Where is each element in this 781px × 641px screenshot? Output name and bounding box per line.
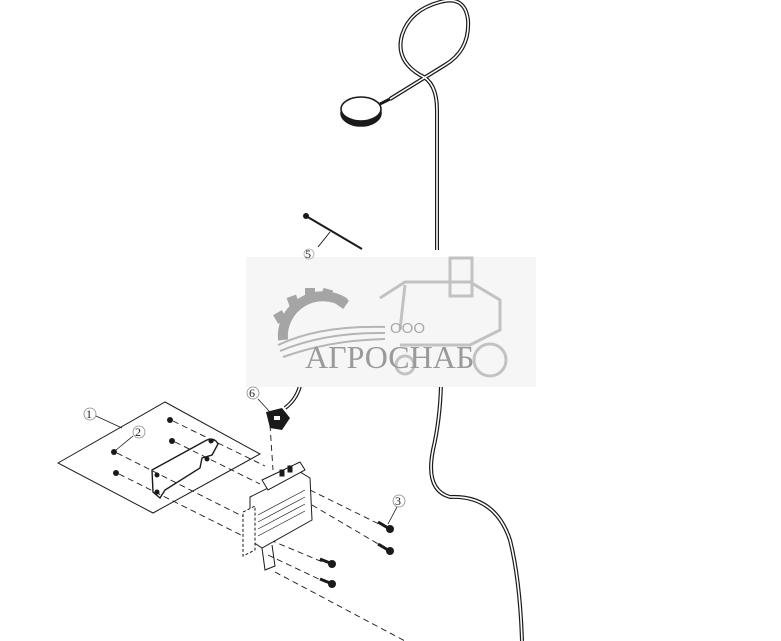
mounting-plate [56, 401, 262, 514]
callout-6: 6 [246, 386, 271, 413]
watermark-brand: АГРОСНАБ [305, 339, 474, 375]
cable-tie-icon [303, 213, 363, 250]
antenna-cable [283, 0, 524, 641]
bolt-icons [319, 520, 394, 588]
svg-text:3: 3 [395, 494, 401, 508]
svg-text:6: 6 [249, 386, 255, 400]
assembly-lines [116, 420, 406, 641]
watermark: ООО АГРОСНАБ [246, 256, 536, 387]
antenna-icon [340, 96, 393, 127]
callout-2: 2 [115, 425, 146, 451]
svg-text:5: 5 [305, 247, 311, 261]
control-unit-icon [242, 461, 313, 571]
callout-1: 1 [83, 407, 123, 429]
connector-icon [266, 408, 290, 430]
callout-3: 3 [387, 494, 406, 525]
nut-icons [111, 417, 175, 476]
watermark-prefix: ООО [390, 320, 425, 337]
svg-text:1: 1 [86, 407, 92, 421]
callout-5: 5 [303, 247, 315, 261]
svg-text:2: 2 [135, 425, 141, 439]
